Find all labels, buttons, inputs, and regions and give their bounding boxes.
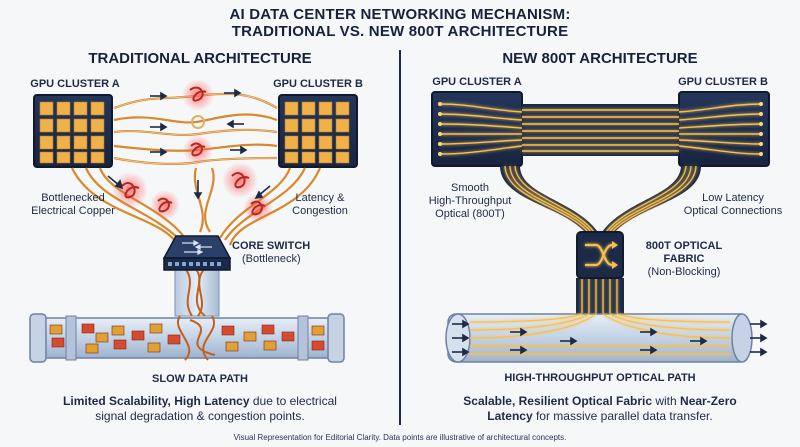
optical-fabric-name: 800T OPTICAL FABRIC — [645, 240, 723, 265]
core-switch-label: CORE SWITCH (Bottleneck) — [232, 240, 312, 266]
traditional-cluster-a-label: GPU CLUSTER A — [30, 78, 120, 90]
low-latency-line-1: Low Latency — [702, 192, 764, 204]
core-switch-name: CORE SWITCH — [232, 240, 311, 252]
slow-data-path-label: SLOW DATA PATH — [152, 373, 248, 385]
chip-grid-icon — [284, 101, 350, 164]
traditional-caption-line-2: signal degradation & congestion points. — [95, 409, 305, 423]
optical-fabric-label: 800T OPTICAL FABRIC (Non-Blocking) — [626, 240, 742, 279]
traditional-cluster-b-label: GPU CLUSTER B — [273, 78, 363, 90]
main-title-line-1: AI DATA CENTER NETWORKING MECHANISM: — [229, 6, 571, 23]
traditional-vertical-pipe — [174, 267, 220, 317]
smooth-optical-label: Smooth High-Throughput Optical (800T) — [420, 182, 520, 221]
optical-path-pipe — [445, 313, 753, 363]
new-cluster-b-box — [678, 91, 770, 167]
main-title-line-2: TRADITIONAL VS. NEW 800T ARCHITECTURE — [231, 23, 569, 40]
smooth-label-line-1: Smooth — [451, 182, 489, 194]
low-latency-label: Low Latency Optical Connections — [678, 192, 788, 218]
new800t-heading: NEW 800T ARCHITECTURE — [502, 50, 698, 67]
new-cluster-b-label: GPU CLUSTER B — [678, 76, 768, 88]
shuffle-icon — [576, 231, 624, 279]
traditional-caption-bold: Limited Scalability, High Latency — [63, 394, 250, 408]
new-caption-bold-1: Scalable, Resilient Optical Fabric — [463, 394, 653, 408]
latency-label: Latency & Congestion — [285, 192, 355, 218]
new-cluster-a-box — [431, 91, 523, 167]
bottleneck-label-line-2: Electrical Copper — [31, 205, 115, 217]
arrow-right-icon — [107, 88, 271, 200]
section-divider — [399, 50, 401, 425]
chip-grid-icon — [39, 101, 105, 164]
new800t-caption: Scalable, Resilient Optical Fabric with … — [420, 394, 780, 424]
new-cluster-a-label: GPU CLUSTER A — [432, 76, 522, 88]
low-latency-line-2: Optical Connections — [683, 205, 783, 217]
new-caption-rest: for massive parallel data transfer. — [532, 409, 713, 423]
latency-label-line-2: Congestion — [292, 205, 348, 217]
new-caption-bold-2: Near-Zero — [680, 394, 737, 408]
slow-data-path-pipe — [29, 313, 345, 363]
smooth-label-line-3: Optical (800T) — [435, 208, 505, 220]
main-title: AI DATA CENTER NETWORKING MECHANISM: TRA… — [0, 6, 800, 40]
bottleneck-label-line-1: Bottlenecked — [41, 192, 105, 204]
footer-note: Visual Representation for Editorial Clar… — [233, 433, 567, 442]
traditional-caption-rest: due to electrical — [249, 394, 337, 408]
latency-label-line-1: Latency & — [295, 192, 345, 204]
tangled-knot-icon — [112, 79, 273, 223]
optical-vertical-trunk — [576, 278, 624, 314]
optical-path-label: HIGH-THROUGHPUT OPTICAL PATH — [504, 372, 696, 384]
optical-fabric-note: (Non-Blocking) — [647, 266, 721, 278]
new-caption-mid: with — [652, 394, 681, 408]
optical-link-bus — [522, 104, 679, 156]
traditional-cluster-b-box — [278, 94, 358, 168]
new-caption-bold-3: Latency — [487, 409, 533, 423]
optical-trunks — [500, 165, 701, 233]
traditional-heading: TRADITIONAL ARCHITECTURE — [88, 50, 312, 67]
core-switch-note: (Bottleneck) — [242, 253, 301, 265]
traditional-caption: Limited Scalability, High Latency due to… — [20, 394, 380, 424]
traditional-cluster-a-box — [33, 94, 113, 168]
smooth-label-line-2: High-Throughput — [428, 195, 512, 207]
network-switch-icon — [162, 235, 232, 271]
arrow-right-icon — [452, 319, 768, 357]
bottleneck-label: Bottlenecked Electrical Copper — [18, 192, 128, 218]
